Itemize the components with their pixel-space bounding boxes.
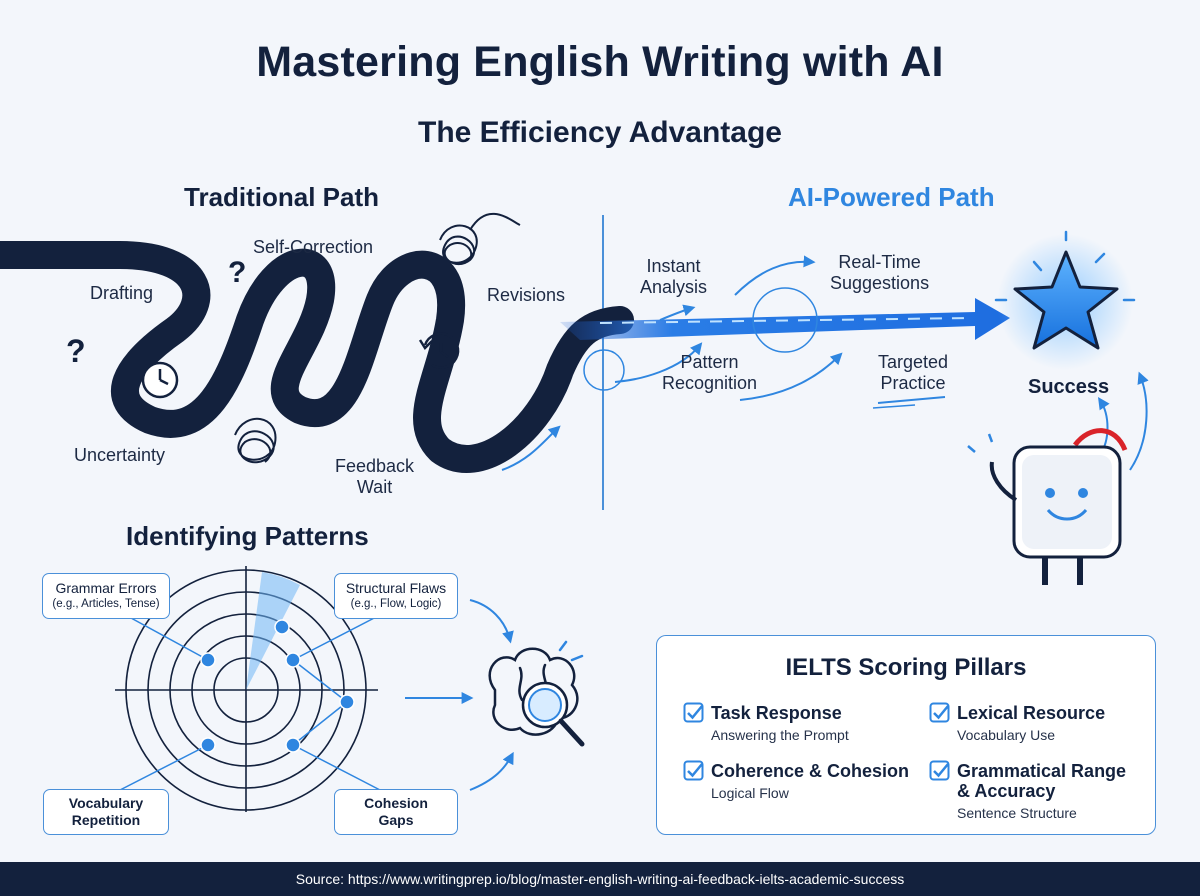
label-drafting: Drafting (90, 283, 154, 303)
check-icon (683, 702, 704, 723)
pattern-radar (115, 566, 378, 812)
box-vocabulary-repetition: Vocabulary Repetition (43, 789, 169, 835)
check-icon (683, 760, 704, 781)
check-icon (929, 760, 950, 781)
star-icon (1013, 250, 1119, 350)
label-self-correction: Self-Correction (253, 237, 374, 257)
radar-sweep (246, 572, 300, 690)
label-targeted-practice: Targeted Practice (878, 352, 949, 393)
label-real-time-suggestions: Real-Time Suggestions (830, 252, 930, 293)
radar-points (200, 619, 355, 753)
question-mark-icon: ? (66, 333, 86, 369)
robot-mascot-icon (967, 428, 1128, 585)
traditional-winding-road (0, 241, 634, 473)
brain-magnifier-icon (488, 647, 585, 747)
label-uncertainty: Uncertainty (74, 445, 166, 465)
identifying-patterns-heading: Identifying Patterns (126, 521, 369, 551)
ai-node (752, 287, 818, 353)
tangle-icon (234, 417, 277, 464)
label-pattern-recognition: Pattern Recognition (662, 352, 758, 393)
box-structural-flaws: Structural Flaws (e.g., Flow, Logic) (334, 573, 458, 619)
page-subtitle: The Efficiency Advantage (418, 116, 782, 149)
tangle-icon (439, 212, 521, 266)
box-cohesion-gaps: Cohesion Gaps (334, 789, 458, 835)
label-feedback-wait: Feedback Wait (335, 456, 415, 497)
check-icon (929, 702, 950, 723)
history-icon (418, 332, 460, 369)
question-mark-icon: ? (228, 256, 246, 289)
ielts-title: IELTS Scoring Pillars (785, 654, 1027, 681)
label-instant-analysis: Instant Analysis (640, 256, 708, 297)
box-grammar-errors: Grammar Errors (e.g., Articles, Tense) (42, 573, 170, 619)
clock-icon (141, 361, 179, 399)
label-success: Success (1028, 376, 1110, 398)
ai-path-heading: AI-Powered Path (788, 182, 995, 212)
ai-node (583, 349, 625, 391)
ielts-pillars-panel: IELTS Scoring Pillars Task Response Answ… (656, 635, 1156, 835)
page-title: Mastering English Writing with AI (256, 38, 944, 86)
traditional-path-heading: Traditional Path (184, 182, 380, 212)
ai-beam (560, 298, 1010, 340)
label-revisions: Revisions (487, 285, 566, 305)
source-footer: Source: https://www.writingprep.io/blog/… (0, 862, 1200, 896)
